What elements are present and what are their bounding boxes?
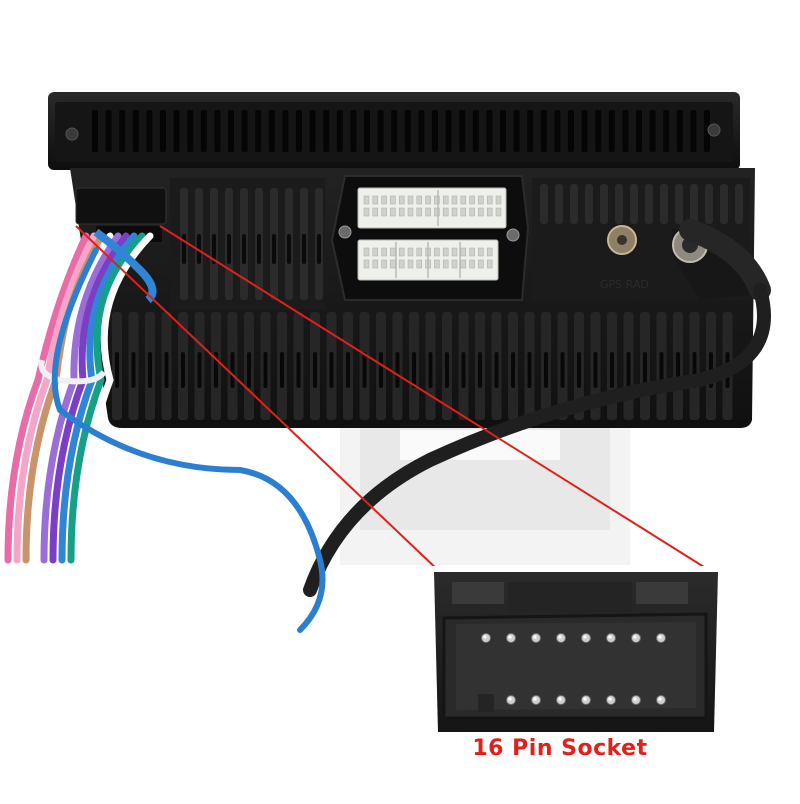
gps-rad-label: GPS RAD <box>600 278 649 291</box>
vent-slot <box>309 110 316 152</box>
vent-slot <box>391 110 398 152</box>
vent-slot <box>432 110 438 152</box>
fin <box>720 184 728 224</box>
vent-slot <box>160 110 166 152</box>
wiring-harness <box>4 187 167 564</box>
vent-slot <box>486 110 493 152</box>
wire <box>76 232 154 564</box>
fin <box>675 184 683 224</box>
fin <box>660 184 668 224</box>
fin <box>540 184 548 224</box>
blue-wire <box>51 247 326 633</box>
screw-icon <box>506 228 520 242</box>
socket-inset <box>430 566 722 734</box>
socket-caption: 16 Pin Socket <box>472 736 648 761</box>
fin <box>570 184 578 224</box>
vent-slot <box>704 110 710 152</box>
vent-slot <box>568 110 574 152</box>
wire <box>67 232 146 564</box>
fin <box>615 184 623 224</box>
vent-slot <box>595 110 602 152</box>
harness-plug <box>75 187 167 225</box>
vent-slot <box>228 110 234 152</box>
callout-lines <box>75 225 713 573</box>
vent-slot <box>418 110 425 152</box>
callout-line-right <box>159 225 713 573</box>
vent-slot <box>119 110 126 152</box>
fin <box>600 184 608 224</box>
vent-slot <box>214 110 221 152</box>
vent-slot <box>649 110 656 152</box>
antenna-sockets: GPS RAD <box>600 219 771 301</box>
vent-slot <box>377 110 384 152</box>
vent-slot <box>527 110 534 152</box>
vent-slot <box>445 110 452 152</box>
vent-slot <box>105 110 112 152</box>
vent-slot <box>296 110 302 152</box>
rear-housing <box>70 168 755 428</box>
fin <box>645 184 653 224</box>
vent-slot <box>268 110 275 152</box>
upper-white-plug <box>357 187 507 229</box>
vent-slot <box>581 110 588 152</box>
vent-slot <box>690 110 697 152</box>
wire <box>13 232 98 564</box>
vent-slot <box>173 110 180 152</box>
fin <box>630 184 638 224</box>
antenna-cable <box>303 283 771 597</box>
fin <box>555 184 563 224</box>
vent-slot <box>323 110 330 152</box>
vent-slot <box>92 110 98 152</box>
vent-slot <box>350 110 357 152</box>
top-panel <box>48 92 740 170</box>
fin <box>705 184 713 224</box>
vent-slot <box>500 110 506 152</box>
vent-slot <box>472 110 479 152</box>
vent-slot <box>187 110 194 152</box>
vent-slot <box>200 110 207 152</box>
wire <box>4 232 90 564</box>
callout-line-left <box>75 225 441 573</box>
screw-icon <box>338 225 352 239</box>
vent-slot <box>132 110 139 152</box>
vent-slot <box>336 110 343 152</box>
vent-slot <box>513 110 520 152</box>
central-connector-bay <box>330 175 530 301</box>
vent-slot <box>622 110 629 152</box>
vent-slot <box>241 110 248 152</box>
vent-slot <box>636 110 642 152</box>
vent-slot <box>676 110 683 152</box>
fin <box>585 184 593 224</box>
vent-slot <box>540 110 547 152</box>
vent-slot <box>459 110 466 152</box>
fin <box>690 184 698 224</box>
vent-slot <box>663 110 670 152</box>
vent-slot <box>404 110 411 152</box>
vent-slot <box>146 110 153 152</box>
vent-slot <box>282 110 289 152</box>
fin <box>735 184 743 224</box>
vent-slot <box>255 110 262 152</box>
vent-slot <box>608 110 615 152</box>
vent-slot <box>364 110 370 152</box>
vent-slot <box>554 110 561 152</box>
